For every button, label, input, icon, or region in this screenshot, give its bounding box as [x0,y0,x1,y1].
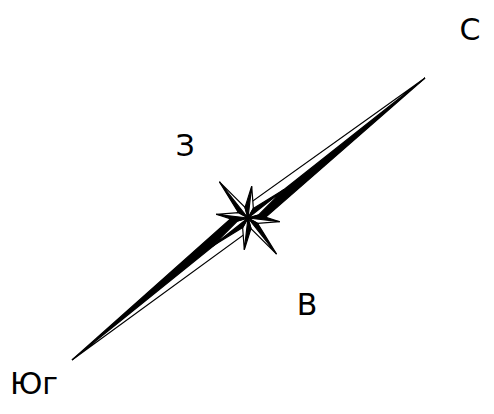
compass-needle-part [248,78,425,227]
compass-needle-part [248,218,277,254]
compass-needle-part [248,189,284,218]
direction-label: В [297,290,318,320]
compass-needle-part [212,218,248,247]
compass-needle-part [216,213,248,218]
compass-needle-part [241,78,425,218]
compass-needle-part [72,218,255,360]
compass-needle-part [72,209,248,360]
direction-label: С [460,15,481,45]
direction-label: З [175,131,194,161]
compass-needle-part [248,218,277,254]
direction-label: Юг [10,369,58,399]
compass-needle-part [248,189,284,218]
compass-needle-part [212,218,248,247]
